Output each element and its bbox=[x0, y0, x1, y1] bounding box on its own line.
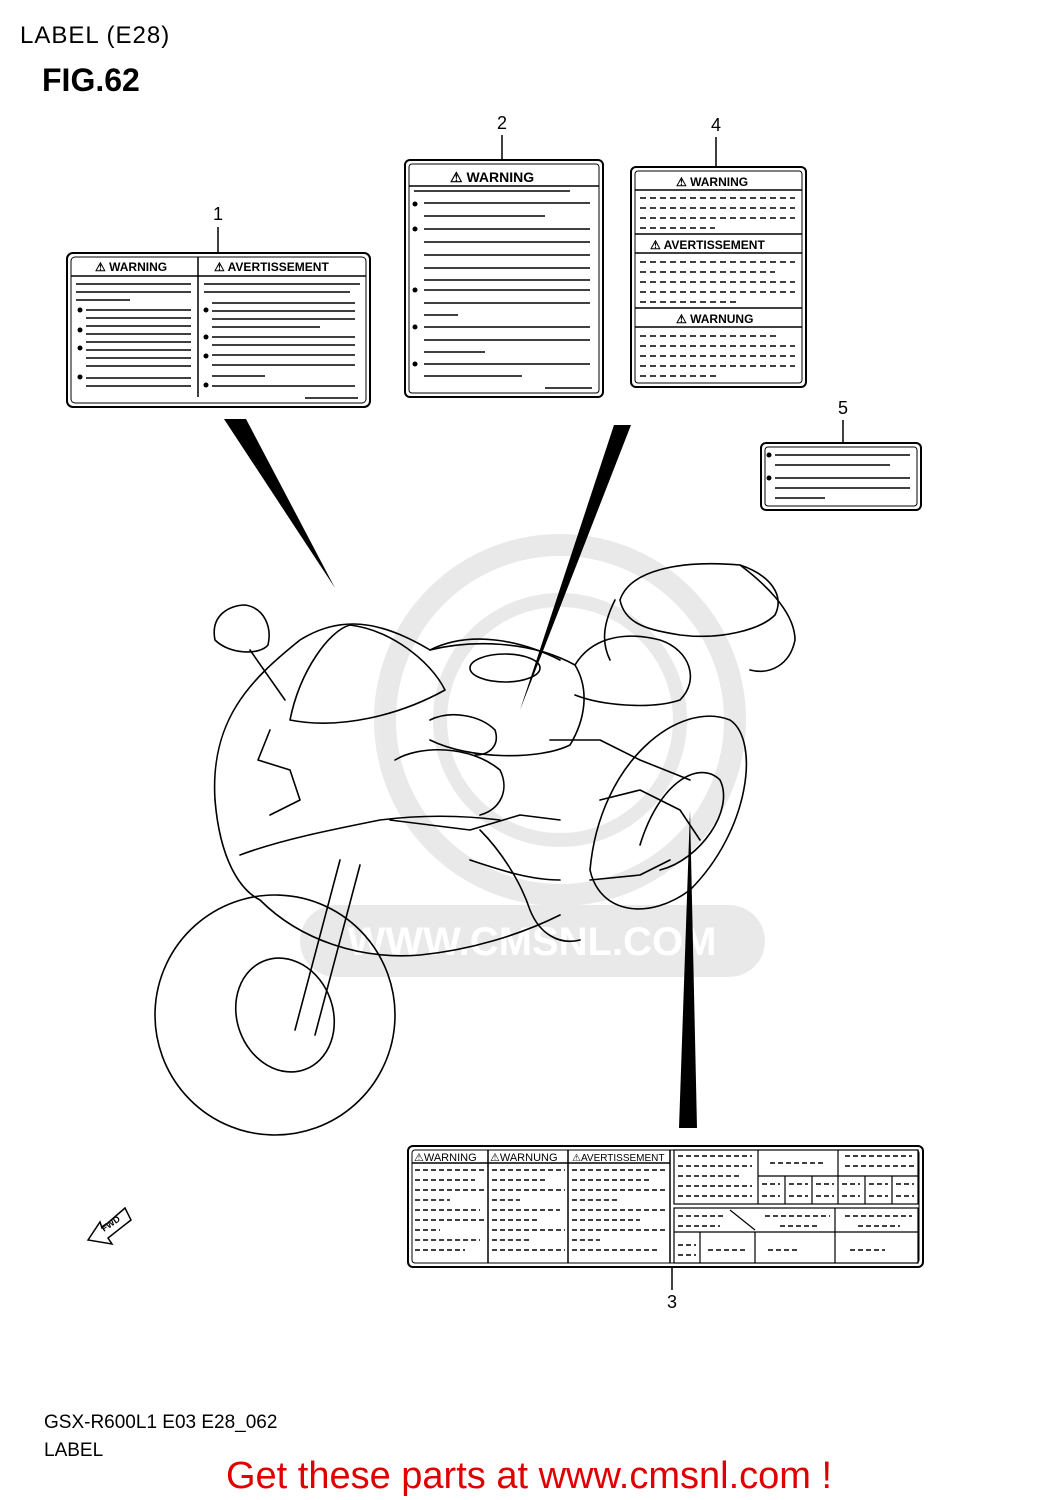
callout-5: 5 bbox=[838, 398, 848, 418]
forward-arrow-icon: FWD bbox=[86, 1206, 132, 1246]
page-title: LABEL (E28) bbox=[20, 22, 171, 49]
label-1-warning-text: WARNING bbox=[109, 260, 167, 274]
callout-4: 4 bbox=[711, 115, 721, 135]
label-4-avertissement-text: AVERTISSEMENT bbox=[664, 238, 766, 252]
watermark: WWW.CMSNL.COM bbox=[300, 534, 765, 977]
diagram-code: GSX-R600L1 E03 E28_062 bbox=[44, 1412, 278, 1433]
callout-3: 3 bbox=[667, 1292, 677, 1312]
label-4[interactable]: ⚠ WARNING ⚠ AVERTISSEMENT ⚠ WARNUNG bbox=[630, 166, 807, 388]
parts-link-banner[interactable]: Get these parts at www.cmsnl.com ! bbox=[225, 1455, 833, 1497]
motorcycle-illustration bbox=[154, 562, 796, 1136]
label-4-warnung-text: WARNUNG bbox=[690, 312, 753, 326]
callout-2: 2 bbox=[497, 113, 507, 133]
label-1[interactable]: ⚠ WARNING ⚠ AVERTISSEMENT bbox=[66, 252, 371, 408]
label-4-warning-text: WARNING bbox=[690, 175, 748, 189]
svg-text:⚠WARNING: ⚠WARNING bbox=[414, 1152, 477, 1164]
label-3-warning-text: WARNING bbox=[424, 1152, 477, 1164]
callout-numbers: 1 2 4 5 3 bbox=[213, 113, 848, 1312]
callout-1: 1 bbox=[213, 204, 223, 224]
diagram-name: LABEL bbox=[44, 1440, 104, 1461]
svg-text:⚠ AVERTISSEMENT: ⚠ AVERTISSEMENT bbox=[214, 260, 329, 274]
svg-text:⚠ AVERTISSEMENT: ⚠ AVERTISSEMENT bbox=[650, 238, 765, 252]
svg-text:⚠ WARNING: ⚠ WARNING bbox=[95, 260, 167, 274]
label-2-warning-text: WARNING bbox=[466, 169, 534, 185]
watermark-text: WWW.CMSNL.COM bbox=[348, 920, 717, 964]
pointer-wedges bbox=[224, 419, 697, 1128]
label-2[interactable]: ⚠ WARNING bbox=[404, 159, 604, 398]
svg-text:⚠ WARNUNG: ⚠ WARNUNG bbox=[676, 312, 753, 326]
svg-text:⚠ WARNING: ⚠ WARNING bbox=[676, 175, 748, 189]
label-1-avertissement-text: AVERTISSEMENT bbox=[228, 260, 330, 274]
svg-text:⚠WARNUNG: ⚠WARNUNG bbox=[490, 1152, 558, 1164]
label-3[interactable]: ⚠WARNING ⚠WARNUNG ⚠AVERTISSEMENT bbox=[407, 1145, 924, 1268]
label-3-warnung-text: WARNUNG bbox=[500, 1152, 558, 1164]
svg-text:⚠ WARNING: ⚠ WARNING bbox=[450, 169, 534, 185]
label-3-avertissement-text: AVERTISSEMENT bbox=[581, 1153, 665, 1164]
label-5[interactable] bbox=[760, 442, 922, 511]
callout-leaders bbox=[217, 135, 844, 1290]
figure-number: FIG.62 bbox=[42, 62, 140, 98]
svg-text:⚠AVERTISSEMENT: ⚠AVERTISSEMENT bbox=[572, 1153, 665, 1164]
